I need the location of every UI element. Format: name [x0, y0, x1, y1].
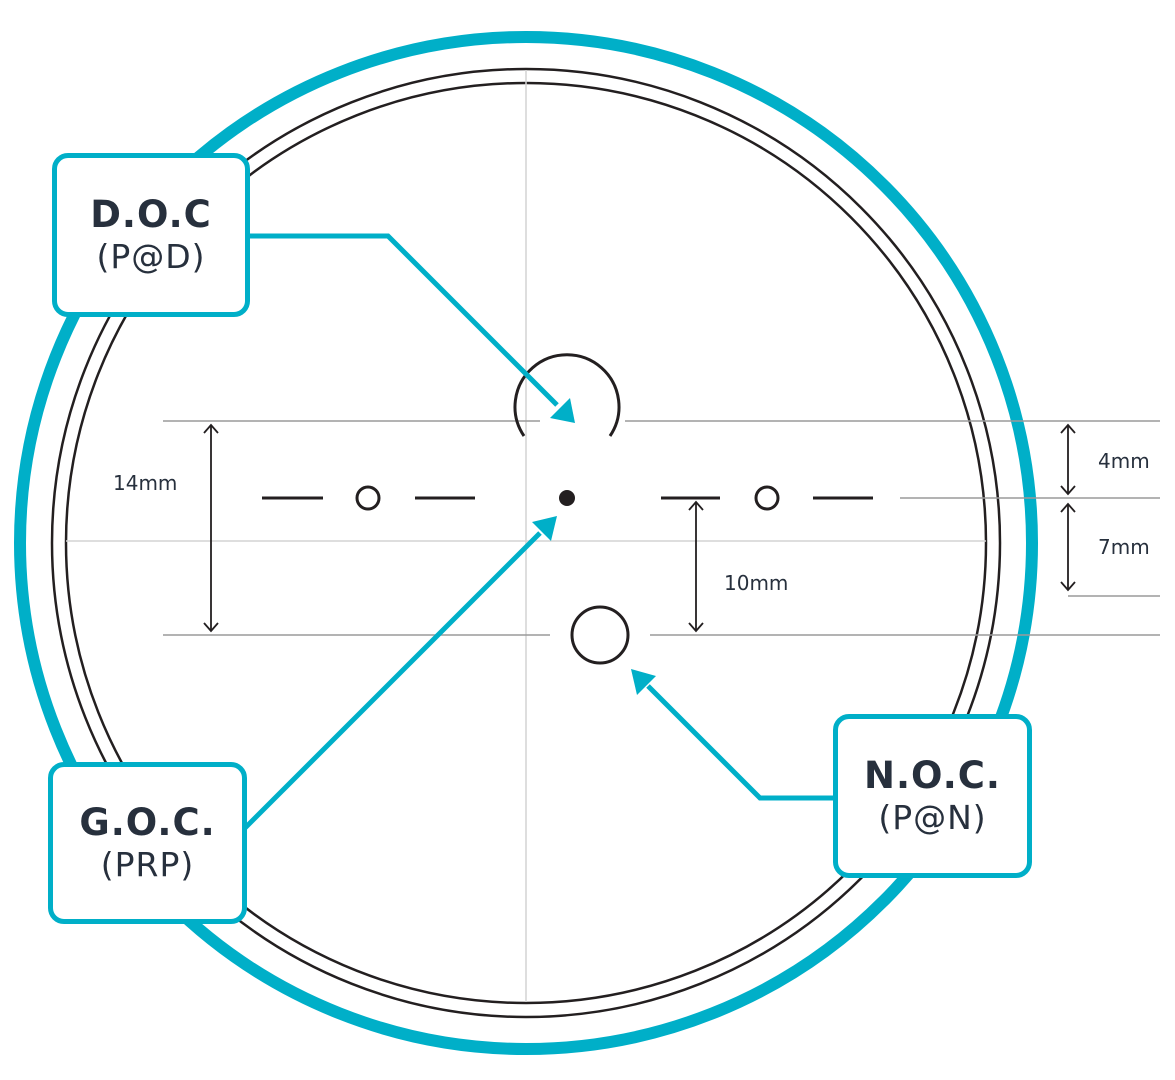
dimension-label-14mm: 14mm [113, 471, 178, 495]
top-arc-marker [513, 353, 621, 437]
noc-callout: N.O.C. (P@N) [833, 714, 1032, 878]
doc-callout: D.O.C (P@D) [52, 153, 250, 317]
goc-callout: G.O.C. (PRP) [48, 762, 247, 924]
outer-black-ring [50, 67, 1002, 1019]
outer-accent-ring [14, 31, 1038, 1055]
right-ring-hole [754, 485, 780, 511]
dimension-label-7mm: 7mm [1098, 535, 1150, 559]
dimension-arrow-4mm [1060, 423, 1076, 496]
leader-arrow-doc [250, 233, 575, 423]
dimension-arrow-7mm [1060, 502, 1076, 592]
dimension-label-10mm: 10mm [724, 571, 789, 595]
left-ring-hole [355, 485, 381, 511]
leader-arrow-noc [631, 669, 836, 801]
goc-callout-title: G.O.C. [79, 801, 216, 844]
noc-callout-title: N.O.C. [864, 754, 1001, 797]
center-dot [559, 490, 575, 506]
dimension-arrow-10mm [688, 500, 704, 633]
doc-callout-title: D.O.C [90, 193, 212, 236]
dimension-label-4mm: 4mm [1098, 449, 1150, 473]
bottom-circle-marker [570, 605, 630, 665]
dimension-arrow-14mm [203, 423, 219, 633]
doc-callout-subtitle: (P@D) [96, 237, 206, 276]
leader-arrow-goc [243, 516, 557, 830]
noc-callout-subtitle: (P@N) [878, 798, 987, 837]
marking-line [262, 485, 873, 511]
goc-callout-subtitle: (PRP) [100, 845, 195, 884]
